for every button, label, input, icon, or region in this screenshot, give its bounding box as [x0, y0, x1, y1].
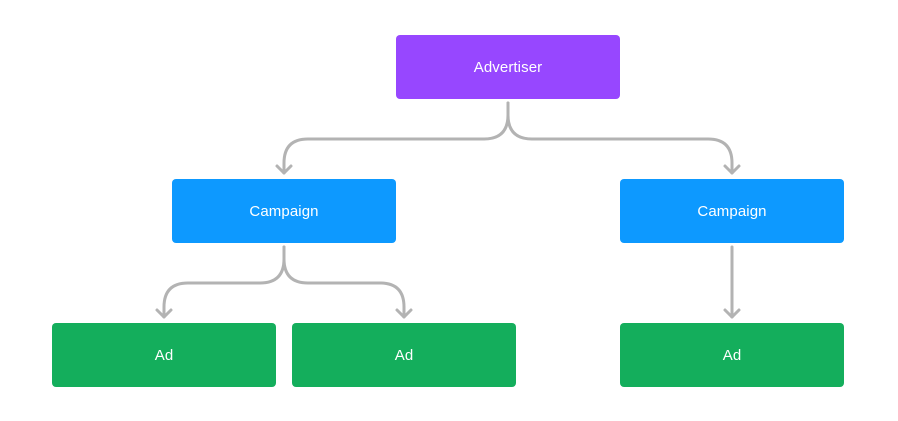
arrowhead-campaign-1 [275, 164, 293, 175]
arrowhead-ad-3 [723, 308, 741, 319]
ad-label: Ad [154, 346, 174, 364]
arrowhead-ad-2 [395, 308, 413, 319]
campaign-node-right[interactable]: Campaign [620, 179, 844, 243]
advertiser-node[interactable]: Advertiser [396, 35, 620, 99]
arrowhead-campaign-2 [723, 164, 741, 175]
ad-label: Ad [722, 346, 742, 364]
ad-node-3[interactable]: Ad [620, 323, 844, 387]
ad-label: Ad [394, 346, 414, 364]
edge-advertiser-to-campaign-1 [282, 101, 510, 175]
edge-advertiser-to-campaign-2 [506, 101, 734, 175]
campaign-label: Campaign [697, 202, 767, 220]
edge-campaign-1-to-ad-2 [282, 245, 406, 319]
campaign-label: Campaign [249, 202, 319, 220]
ad-node-1[interactable]: Ad [52, 323, 276, 387]
advertiser-label: Advertiser [473, 58, 543, 76]
arrowhead-ad-1 [155, 308, 173, 319]
campaign-node-left[interactable]: Campaign [172, 179, 396, 243]
edge-campaign-1-to-ad-1 [162, 245, 286, 319]
ad-node-2[interactable]: Ad [292, 323, 516, 387]
